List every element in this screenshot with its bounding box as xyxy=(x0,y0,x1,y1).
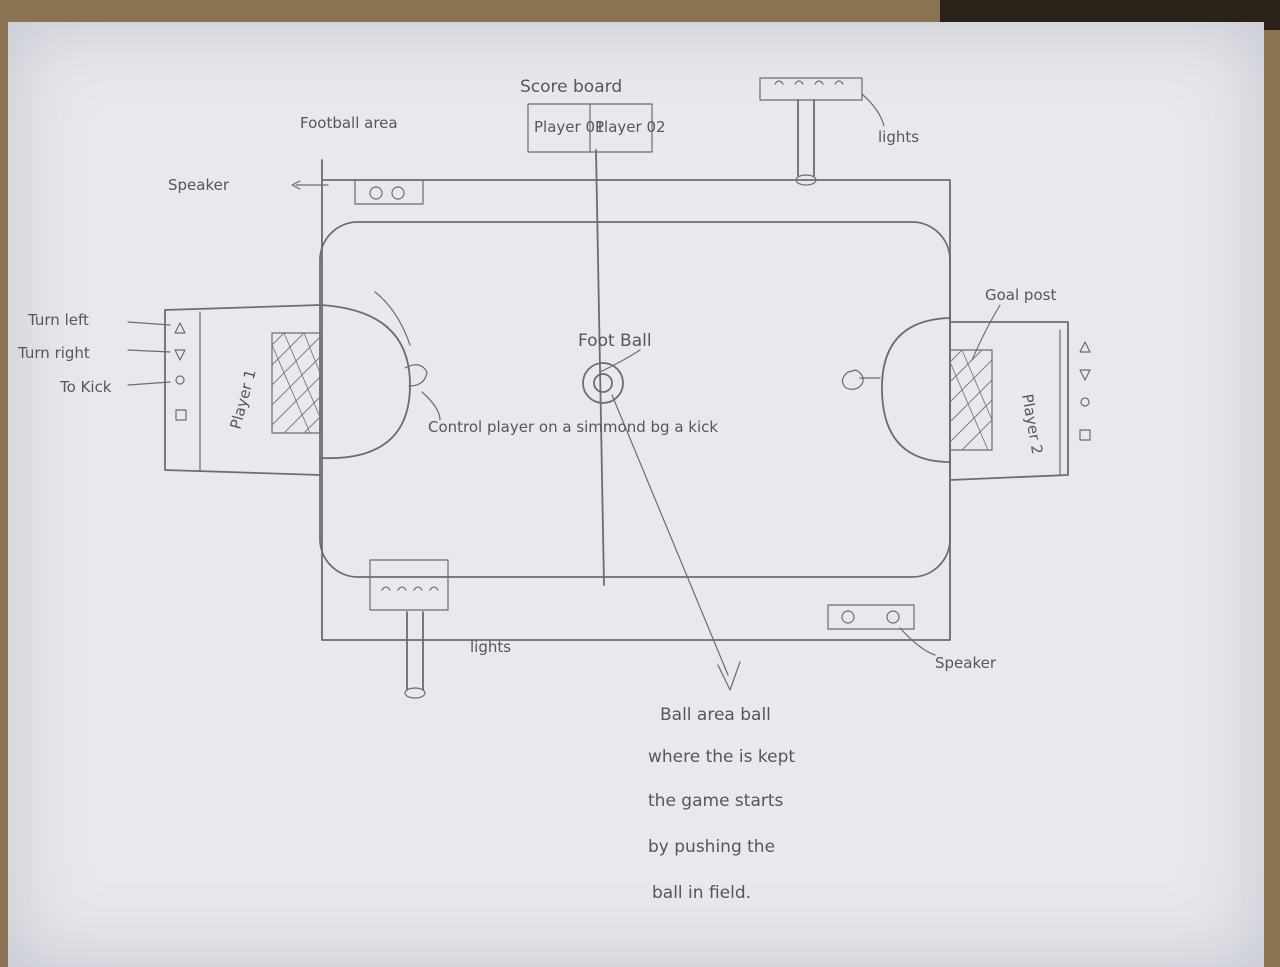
speaker-bottom-pointer xyxy=(900,628,935,655)
label-player-02: Player 02 xyxy=(595,118,666,136)
player2-goal-hatch xyxy=(950,350,992,450)
goal-post-pointer xyxy=(972,305,1000,360)
player2-goal-net xyxy=(950,350,992,450)
label-ball-area-line-1: Ball area ball xyxy=(660,705,771,725)
lights-bottom-base xyxy=(405,688,425,698)
ball-area-arrowhead xyxy=(718,662,740,690)
label-speaker-top: Speaker xyxy=(168,176,230,194)
label-lights-bottom: lights xyxy=(470,638,511,656)
speaker-top-box xyxy=(355,180,423,204)
player1-goal-arc xyxy=(320,305,410,458)
label-player-2: Player 2 xyxy=(1018,393,1046,456)
player1-square-button xyxy=(176,410,186,420)
label-turn-right: Turn right xyxy=(17,344,90,362)
label-control-player: Control player on a simmond bg a kick xyxy=(428,418,718,436)
player1-goal-hatch xyxy=(272,333,320,433)
label-goal-post: Goal post xyxy=(985,286,1056,304)
football-ball-inner xyxy=(594,374,612,392)
turn-right-arrow xyxy=(128,350,170,352)
player2-up-button xyxy=(1080,342,1090,352)
lights-bottom-bulbs xyxy=(382,587,438,590)
cabinet-outline xyxy=(322,160,950,640)
player2-goal-arc xyxy=(882,318,950,462)
label-to-kick: To Kick xyxy=(59,378,112,396)
label-ball-area-line-4: by pushing the xyxy=(648,837,775,857)
label-ball-area-line-5: ball in field. xyxy=(652,883,751,903)
label-player-01: Player 01 xyxy=(534,118,605,136)
football-pointer xyxy=(600,350,640,372)
center-line xyxy=(596,150,604,585)
label-ball-area-line-2: where the is kept xyxy=(648,747,795,767)
player2-down-button xyxy=(1080,370,1090,380)
lights-top-panel xyxy=(760,78,862,100)
speaker-top-cone-1 xyxy=(370,187,382,199)
lights-top-pointer xyxy=(862,94,884,126)
speaker-bottom-cone-1 xyxy=(842,611,854,623)
label-lights-top: lights xyxy=(878,128,919,146)
turn-left-arrow xyxy=(128,322,170,325)
label-speaker-bottom: Speaker xyxy=(935,654,997,672)
player1-kick-button xyxy=(176,376,184,384)
label-football-area: Football area xyxy=(300,114,398,132)
speaker-bottom-box xyxy=(828,605,914,629)
player1-turn-left-button xyxy=(175,323,185,333)
player2-kick-button xyxy=(1081,398,1089,406)
speaker-top-cone-2 xyxy=(392,187,404,199)
lights-bottom-panel xyxy=(370,560,448,610)
player2-figure xyxy=(842,370,880,389)
player2-square-button xyxy=(1080,430,1090,440)
label-football: Foot Ball xyxy=(578,331,652,351)
label-scoreboard: Score board xyxy=(520,77,622,97)
kick-arrow xyxy=(128,382,170,385)
label-ball-area-line-3: the game starts xyxy=(648,791,784,811)
playing-field xyxy=(320,222,950,577)
player2-panel xyxy=(950,322,1068,480)
control-player-pointer xyxy=(422,392,440,420)
lights-top-bulbs xyxy=(775,81,843,84)
ball-area-pointer xyxy=(612,395,728,675)
control-player-figure xyxy=(375,292,427,386)
football-ball-outer xyxy=(583,363,623,403)
label-player-1: Player 1 xyxy=(226,367,259,431)
player1-turn-right-button xyxy=(175,350,185,360)
speaker-bottom-cone-2 xyxy=(887,611,899,623)
label-turn-left: Turn left xyxy=(27,311,89,329)
